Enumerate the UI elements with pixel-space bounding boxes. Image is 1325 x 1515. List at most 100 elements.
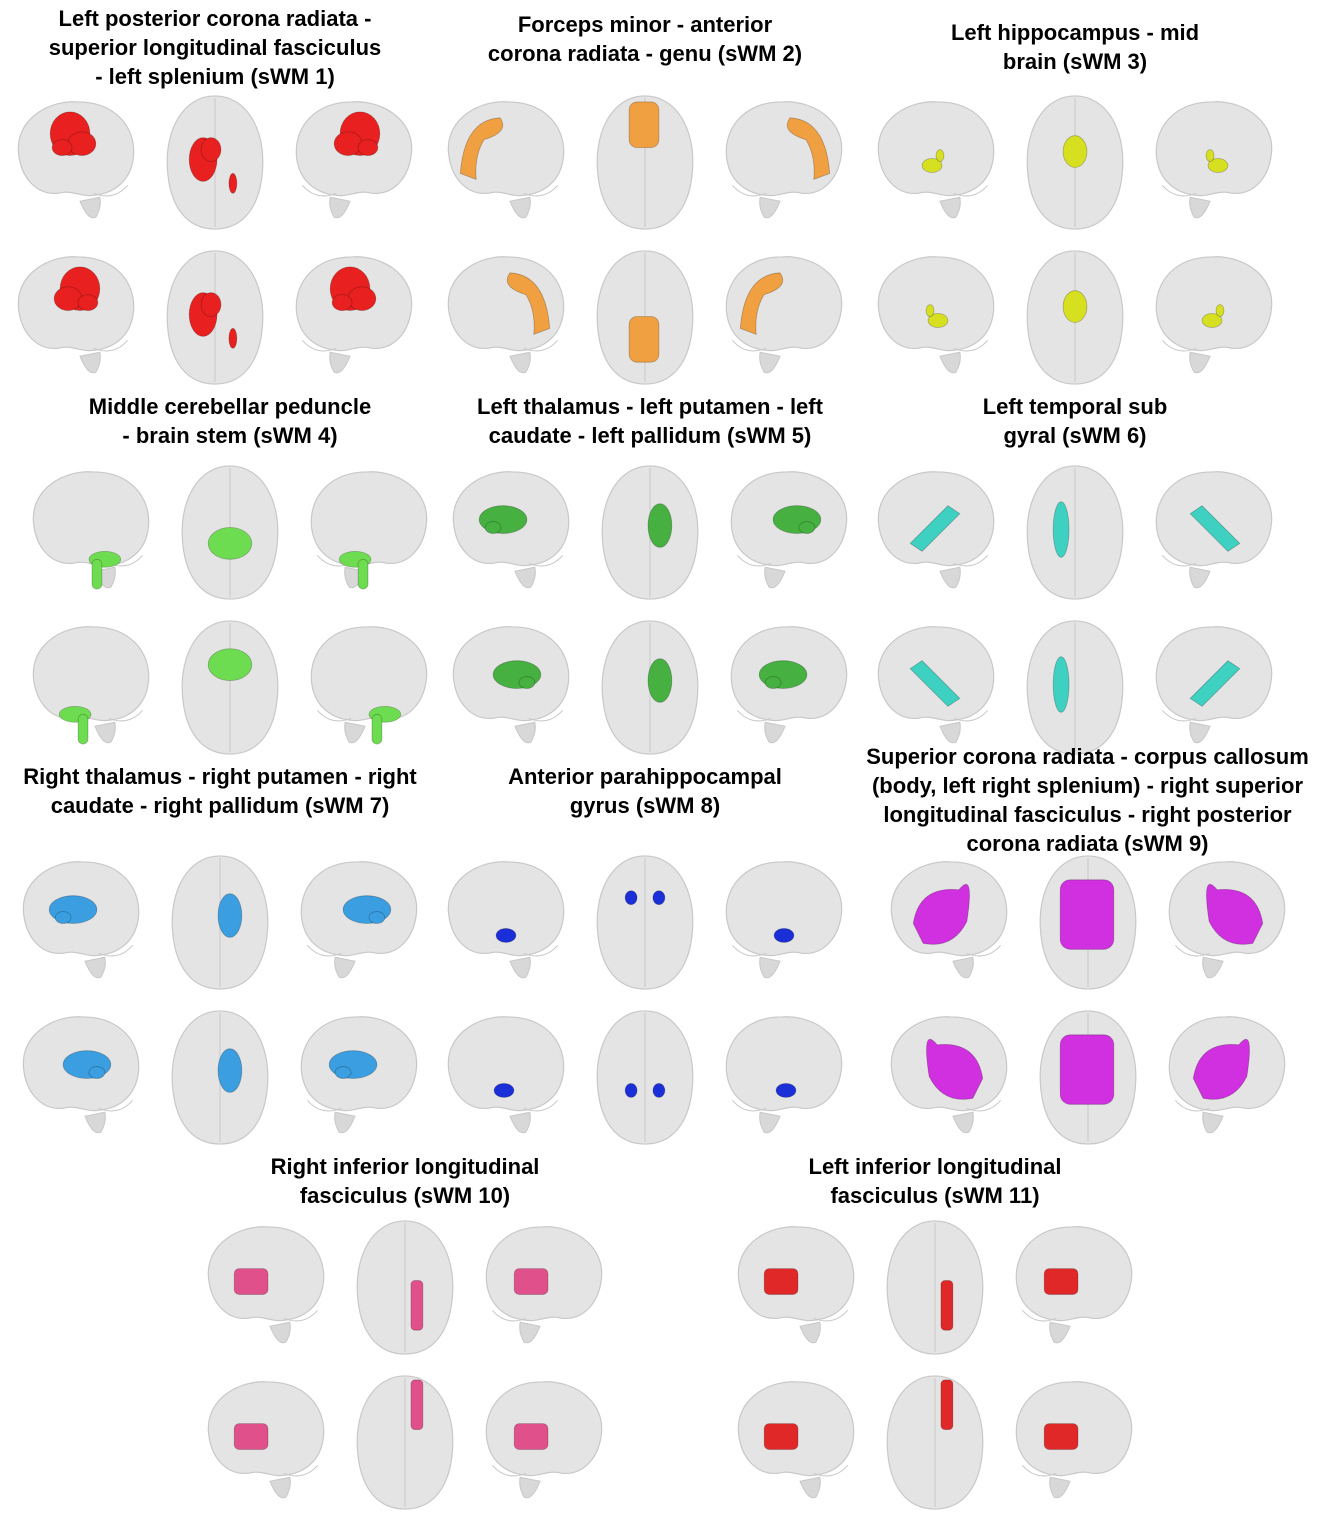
brain-view-right bbox=[725, 101, 843, 219]
brain-view-axial bbox=[181, 465, 279, 600]
brain-views bbox=[850, 850, 1325, 1145]
region-oval bbox=[62, 1050, 112, 1079]
brain-view-right bbox=[300, 1016, 418, 1134]
brain-view-axial bbox=[171, 855, 269, 990]
brain-view-left bbox=[890, 861, 1007, 979]
brain-views bbox=[0, 460, 460, 755]
region-stem bbox=[88, 550, 122, 590]
brain-view-axial bbox=[166, 95, 264, 230]
region-stem bbox=[207, 527, 253, 560]
brain-view-right bbox=[310, 626, 428, 745]
brain-outline-lateral bbox=[725, 101, 843, 219]
region-oval bbox=[342, 895, 392, 924]
region-blob bbox=[333, 111, 381, 156]
region-small bbox=[925, 304, 949, 328]
brain-view-left bbox=[877, 471, 995, 589]
brain-views bbox=[860, 460, 1290, 755]
region-oval bbox=[217, 1048, 243, 1093]
brain-view-right bbox=[1155, 256, 1273, 374]
panel-title: Left inferior longitudinal fasciculus (s… bbox=[808, 1154, 1062, 1208]
region-stem bbox=[338, 550, 372, 590]
brain-view-left bbox=[877, 101, 995, 219]
region-rect bbox=[513, 1423, 549, 1450]
brain-view-left bbox=[207, 1226, 325, 1344]
brain-view-right bbox=[485, 1381, 603, 1499]
brain-view-right bbox=[310, 471, 428, 590]
brain-outline-lateral bbox=[1155, 626, 1273, 744]
brain-view-axial bbox=[181, 620, 279, 755]
brain-view-right bbox=[295, 256, 413, 374]
region-blob bbox=[188, 137, 238, 194]
region-rect bbox=[233, 1268, 269, 1295]
region-dot bbox=[624, 1083, 666, 1098]
brain-view-left bbox=[447, 256, 565, 374]
brain-view-left bbox=[447, 1016, 565, 1134]
panel-swm-3: Left hippocampus - mid brain (sWM 3) bbox=[860, 0, 1290, 385]
panel-title: Left hippocampus - mid brain (sWM 3) bbox=[950, 20, 1200, 74]
brain-view-axial bbox=[356, 1220, 454, 1355]
brain-view-right bbox=[730, 626, 848, 744]
brain-outline-lateral bbox=[310, 626, 428, 744]
brain-view-right bbox=[1168, 861, 1285, 979]
region-oval bbox=[478, 505, 528, 534]
region-rect bbox=[763, 1268, 799, 1295]
brain-view-left bbox=[22, 1016, 140, 1134]
region-small bbox=[1062, 290, 1088, 323]
region-oval bbox=[758, 660, 808, 689]
brain-views bbox=[0, 850, 440, 1145]
region-stem bbox=[207, 648, 253, 681]
region-arc bbox=[739, 272, 784, 335]
panel-swm-4: Middle cerebellar peduncle - brain stem … bbox=[0, 390, 460, 755]
panel-swm-11: Left inferior longitudinal fasciculus (s… bbox=[715, 1150, 1155, 1510]
brain-views bbox=[430, 460, 870, 755]
brain-outline-lateral bbox=[32, 626, 150, 744]
region-large bbox=[925, 1038, 983, 1100]
region-rect bbox=[410, 1379, 424, 1430]
region-small bbox=[1201, 304, 1225, 328]
brain-view-axial bbox=[1039, 855, 1136, 990]
region-diag bbox=[909, 660, 961, 707]
region-large bbox=[1205, 883, 1263, 945]
panel-swm-2: Forceps minor - anterior corona radiata … bbox=[430, 0, 860, 385]
region-rect bbox=[940, 1280, 954, 1331]
region-small bbox=[921, 149, 945, 173]
region-dot bbox=[495, 928, 517, 943]
brain-view-axial bbox=[886, 1375, 984, 1510]
brain-view-axial bbox=[601, 465, 699, 600]
brain-views bbox=[860, 90, 1290, 385]
region-rect bbox=[233, 1423, 269, 1450]
region-arc bbox=[628, 101, 660, 148]
panel-swm-8: Anterior parahippocampal gyrus (sWM 8) bbox=[430, 760, 860, 1145]
panel-title: Right inferior longitudinal fasciculus (… bbox=[270, 1154, 540, 1208]
brain-view-left bbox=[207, 1381, 325, 1499]
region-small bbox=[1205, 149, 1229, 173]
brain-outline-lateral bbox=[447, 861, 565, 979]
brain-view-right bbox=[295, 101, 413, 219]
panel-title: Left posterior corona radiata - superior… bbox=[48, 6, 382, 89]
region-diag bbox=[1189, 505, 1241, 552]
panel-title: Left temporal sub gyral (sWM 6) bbox=[982, 394, 1168, 448]
brain-view-right bbox=[725, 1016, 843, 1134]
panel-title: Superior corona radiata - corpus callosu… bbox=[866, 744, 1309, 856]
region-rect bbox=[513, 1268, 549, 1295]
region-stem bbox=[58, 705, 92, 745]
panel-title: Middle cerebellar peduncle - brain stem … bbox=[88, 394, 372, 448]
region-stem bbox=[368, 705, 402, 745]
panel-title: Forceps minor - anterior corona radiata … bbox=[487, 12, 803, 66]
brain-view-right bbox=[1155, 101, 1273, 219]
brain-outline-axial bbox=[181, 620, 279, 755]
brain-view-axial bbox=[596, 250, 694, 385]
brain-view-left bbox=[17, 101, 135, 219]
region-oval bbox=[647, 658, 673, 703]
region-arc bbox=[628, 316, 660, 363]
brain-view-axial bbox=[601, 620, 699, 755]
region-rect bbox=[410, 1280, 424, 1331]
brain-outline-lateral bbox=[1155, 256, 1273, 374]
brain-view-right bbox=[725, 861, 843, 979]
region-large bbox=[912, 883, 970, 945]
brain-view-left bbox=[452, 471, 570, 589]
region-large bbox=[1059, 1034, 1114, 1105]
region-oval bbox=[48, 895, 98, 924]
panel-swm-10: Right inferior longitudinal fasciculus (… bbox=[185, 1150, 625, 1510]
region-arc bbox=[786, 117, 831, 180]
